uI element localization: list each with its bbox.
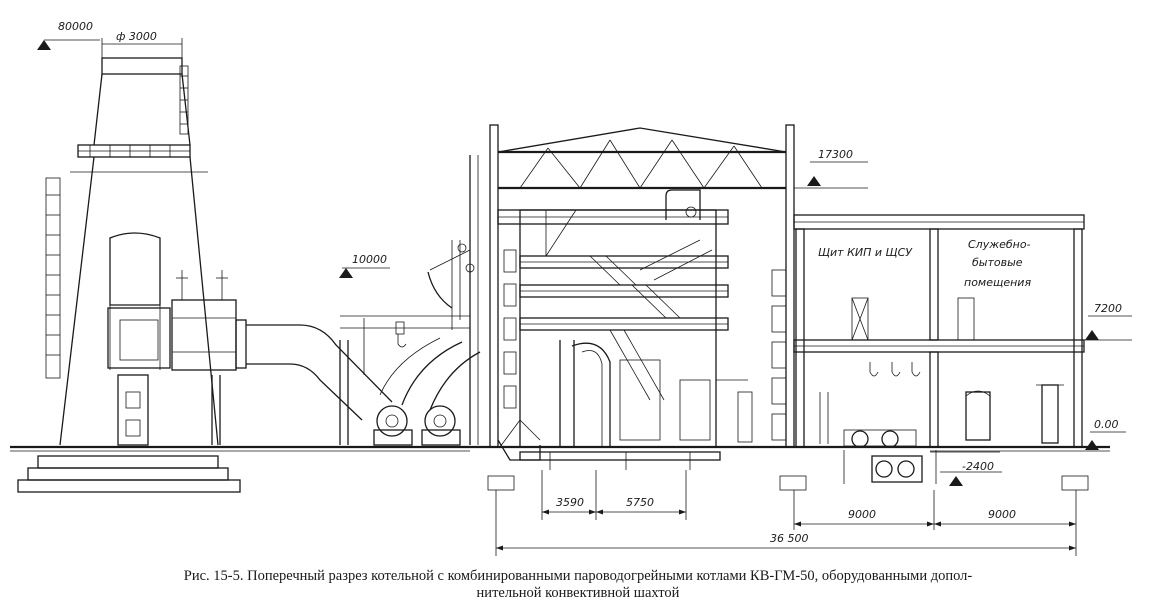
dimension-bay-1: 3590: [556, 496, 584, 509]
room-label-control: Щит КИП и ЩСУ: [818, 246, 913, 259]
dimension-lines: [487, 470, 1089, 556]
flue-duct: [246, 315, 481, 446]
caption-line-2: нительной конвективной шахтой: [476, 585, 680, 601]
elevation-markers: [37, 38, 1132, 486]
chimney: [17, 57, 247, 493]
auxiliary-building: [793, 214, 1085, 484]
boiler-house-frame: [469, 124, 795, 448]
elevation-chimney-top: 80000: [58, 20, 93, 33]
room-label-service-2: бытовые: [972, 256, 1023, 269]
elevation-mid-level: 10000: [352, 253, 387, 266]
room-label-service-1: Служебно-: [968, 238, 1031, 251]
chimney-diameter: ф 3000: [116, 30, 157, 43]
room-label-service-3: помещения: [964, 276, 1031, 289]
dimension-aux-bay-1: 9000: [848, 508, 876, 521]
figure-caption: Рис. 15-5. Поперечный разрез котельной с…: [58, 568, 1098, 602]
caption-line-1: Рис. 15-5. Поперечный разрез котельной с…: [183, 568, 973, 584]
elevation-roof: 17300: [818, 148, 853, 161]
elevation-ground: 0.00: [1094, 418, 1119, 431]
dimension-aux-bay-2: 9000: [988, 508, 1016, 521]
boiler-unit: [427, 189, 753, 470]
elevation-basement: -2400: [962, 460, 994, 473]
elevation-floor-2: 7200: [1094, 302, 1122, 315]
dimension-bay-2: 5750: [626, 496, 654, 509]
dimension-total: 36 500: [770, 532, 809, 545]
